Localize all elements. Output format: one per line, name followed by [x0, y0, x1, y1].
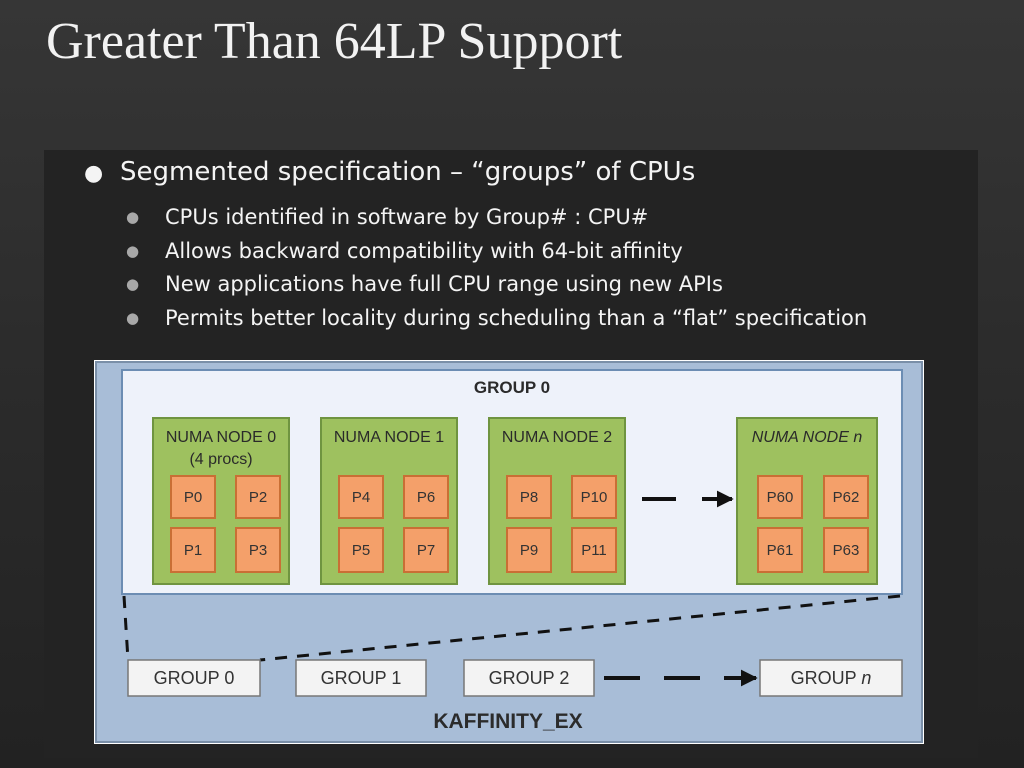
- proc-box: [338, 527, 384, 573]
- zoom-connector-right: [259, 594, 901, 662]
- sub-bullet-text: Permits better locality during schedulin…: [165, 306, 868, 330]
- group0-title: GROUP 0: [474, 378, 550, 397]
- proc-box: [823, 475, 869, 519]
- proc-label: P11: [581, 542, 607, 559]
- sub-bullet: ● Permits better locality during scheduli…: [126, 306, 867, 330]
- proc-label: P60: [767, 489, 794, 506]
- proc-box: [235, 527, 281, 573]
- sub-bullet-dot: ●: [126, 275, 140, 293]
- proc-label: P6: [417, 489, 435, 506]
- proc-label: P1: [184, 542, 202, 559]
- proc-box: [571, 527, 617, 573]
- zoom-connector-left: [122, 595, 130, 661]
- proc-label: P10: [581, 489, 608, 506]
- group-box-label-suffix: n: [861, 668, 871, 688]
- sub-bullet-dot: ●: [126, 242, 140, 260]
- numa-node-n: NUMA NODE n P60 P62 P61 P63: [736, 417, 878, 585]
- proc-label: P2: [249, 489, 267, 506]
- proc-box: [757, 475, 803, 519]
- proc-label: P0: [184, 489, 202, 506]
- proc-label: P3: [249, 542, 267, 559]
- proc-box: [170, 475, 216, 519]
- proc-label: P7: [417, 542, 435, 559]
- numa-node-label: NUMA NODE 0: [166, 429, 276, 446]
- bullet-main-text: Segmented specification – “groups” of CP…: [120, 157, 696, 187]
- bullet-dot: ●: [84, 161, 104, 186]
- numa-node-label-suffix: n: [853, 429, 862, 446]
- numa-node-label: NUMA NODE n: [752, 429, 863, 446]
- proc-label: P9: [520, 542, 538, 559]
- numa-node-label: NUMA NODE 2: [502, 429, 612, 446]
- proc-box: [571, 475, 617, 519]
- sub-bullet: ● Allows backward compatibility with 64-b…: [126, 239, 683, 263]
- group-diagram: GROUP 0 NUMA NODE 0 (4 procs) P0 P2 P1 P…: [94, 360, 924, 744]
- proc-label: P61: [767, 542, 794, 559]
- sub-bullet-text: Allows backward compatibility with 64-bi…: [165, 239, 683, 263]
- group-box-label: GROUP 1: [321, 668, 402, 688]
- group-box: [759, 659, 903, 697]
- proc-box: [403, 527, 449, 573]
- sub-bullet-dot: ●: [126, 309, 140, 327]
- kaffinity-label: KAFFINITY_EX: [433, 710, 582, 733]
- proc-box: [338, 475, 384, 519]
- proc-box: [506, 475, 552, 519]
- group-box: [463, 659, 595, 697]
- group-box-label: GROUP 0: [154, 668, 235, 688]
- proc-box: [403, 475, 449, 519]
- numa-node-label: NUMA NODE 1: [334, 429, 444, 446]
- group-box-label: GROUP n: [791, 668, 872, 688]
- numa-node-label-text: NUMA NODE: [752, 429, 854, 446]
- proc-box: [757, 527, 803, 573]
- slide-title: Greater Than 64LP Support: [46, 13, 623, 70]
- group-box-label: GROUP 2: [489, 668, 570, 688]
- numa-node-1: NUMA NODE 1 P4 P6 P5 P7: [320, 417, 458, 585]
- proc-box: [170, 527, 216, 573]
- bullet-main: ● Segmented specification – “groups” of C…: [84, 157, 695, 187]
- proc-box: [235, 475, 281, 519]
- diagram-canvas: GROUP 0 NUMA NODE 0 (4 procs) P0 P2 P1 P…: [95, 361, 923, 743]
- proc-box: [823, 527, 869, 573]
- numa-node-sublabel: (4 procs): [189, 451, 252, 468]
- proc-label: P8: [520, 489, 538, 506]
- numa-node-2: NUMA NODE 2 P8 P10 P9 P11: [488, 417, 626, 585]
- sub-bullet: ● New applications have full CPU range us…: [126, 272, 723, 296]
- group-row: GROUP 0 GROUP 1 GROUP 2 GROUP n: [127, 659, 903, 697]
- proc-label: P4: [352, 489, 370, 506]
- sub-bullet-text: CPUs identified in software by Group# : …: [165, 205, 649, 229]
- sub-bullet-text: New applications have full CPU range usi…: [165, 272, 723, 296]
- proc-label: P62: [833, 489, 860, 506]
- proc-box: [506, 527, 552, 573]
- sub-bullet-dot: ●: [126, 208, 140, 226]
- numa-node-0: NUMA NODE 0 (4 procs) P0 P2 P1 P3: [152, 417, 290, 585]
- group-box-label-text: GROUP: [791, 668, 862, 688]
- group-box: [127, 659, 261, 697]
- proc-label: P63: [833, 542, 860, 559]
- group-box: [295, 659, 427, 697]
- sub-bullet: ● CPUs identified in software by Group# :…: [126, 205, 648, 229]
- proc-label: P5: [352, 542, 370, 559]
